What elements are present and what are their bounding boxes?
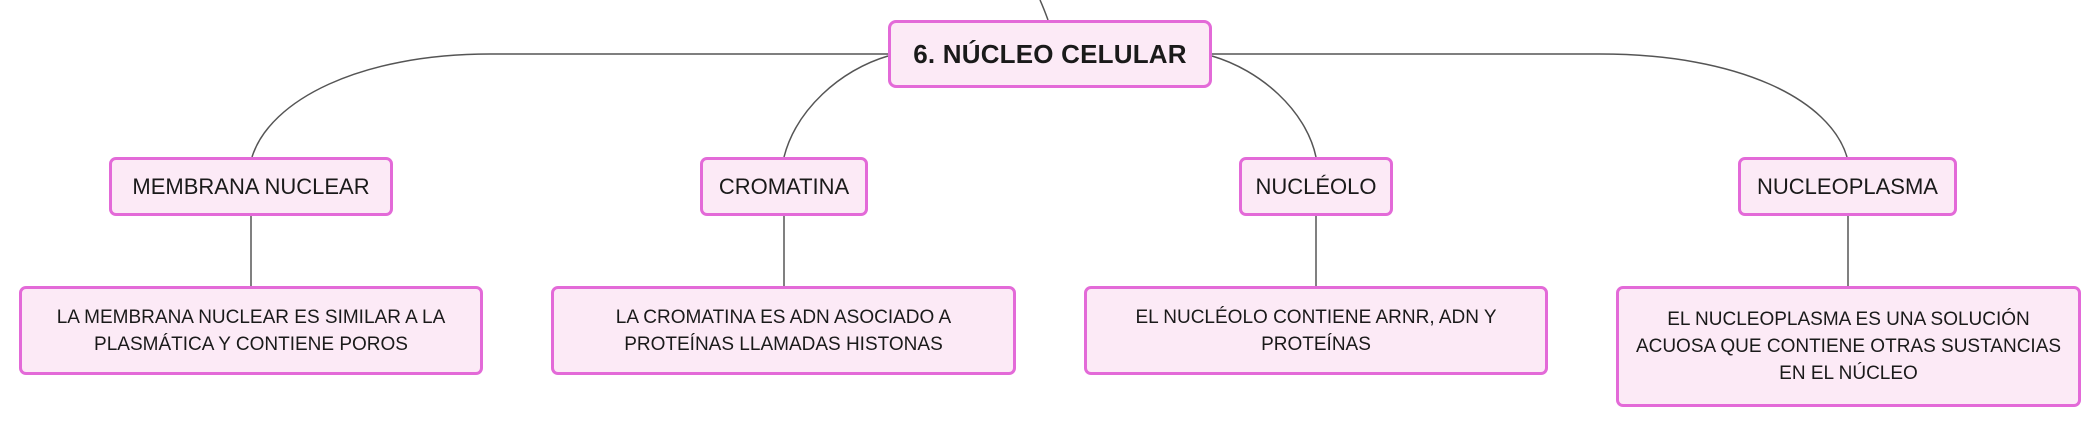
- connector-parent-link: [1039, 0, 1049, 21]
- detail-text: EL NUCLÉOLO CONTIENE ARNR, ADN Y PROTEÍN…: [1135, 306, 1497, 355]
- topic-node-membrana-nuclear[interactable]: MEMBRANA NUCLEAR: [109, 157, 393, 216]
- topic-label: MEMBRANA NUCLEAR: [132, 173, 370, 199]
- connector-root-nucleolo: [1211, 55, 1317, 158]
- topic-node-nucleolo[interactable]: NUCLÉOLO: [1239, 157, 1393, 216]
- topic-label: NUCLÉOLO: [1255, 173, 1377, 199]
- topic-label: NUCLEOPLASMA: [1757, 173, 1938, 199]
- detail-node-membrana-nuclear[interactable]: LA MEMBRANA NUCLEAR ES SIMILAR A LA PLAS…: [19, 286, 483, 375]
- connector-root-cromatina: [783, 55, 889, 158]
- connector-root-nucleoplasma: [1212, 53, 1848, 158]
- connector-root-membrana-nuclear: [251, 53, 888, 158]
- detail-node-nucleolo[interactable]: EL NUCLÉOLO CONTIENE ARNR, ADN Y PROTEÍN…: [1084, 286, 1548, 375]
- root-node-label: 6. NÚCLEO CELULAR: [913, 38, 1187, 69]
- topic-node-cromatina[interactable]: CROMATINA: [700, 157, 868, 216]
- topic-node-nucleoplasma[interactable]: NUCLEOPLASMA: [1738, 157, 1957, 216]
- detail-text: LA MEMBRANA NUCLEAR ES SIMILAR A LA PLAS…: [56, 306, 446, 355]
- topic-label: CROMATINA: [718, 173, 850, 199]
- detail-node-cromatina[interactable]: LA CROMATINA ES ADN ASOCIADO A PROTEÍNAS…: [551, 286, 1016, 375]
- detail-text: EL NUCLEOPLASMA ES UNA SOLUCIÓN ACUOSA Q…: [1635, 309, 2062, 384]
- detail-node-nucleoplasma[interactable]: EL NUCLEOPLASMA ES UNA SOLUCIÓN ACUOSA Q…: [1616, 286, 2081, 407]
- root-node[interactable]: 6. NÚCLEO CELULAR: [888, 20, 1212, 88]
- detail-text: LA CROMATINA ES ADN ASOCIADO A PROTEÍNAS…: [615, 306, 952, 355]
